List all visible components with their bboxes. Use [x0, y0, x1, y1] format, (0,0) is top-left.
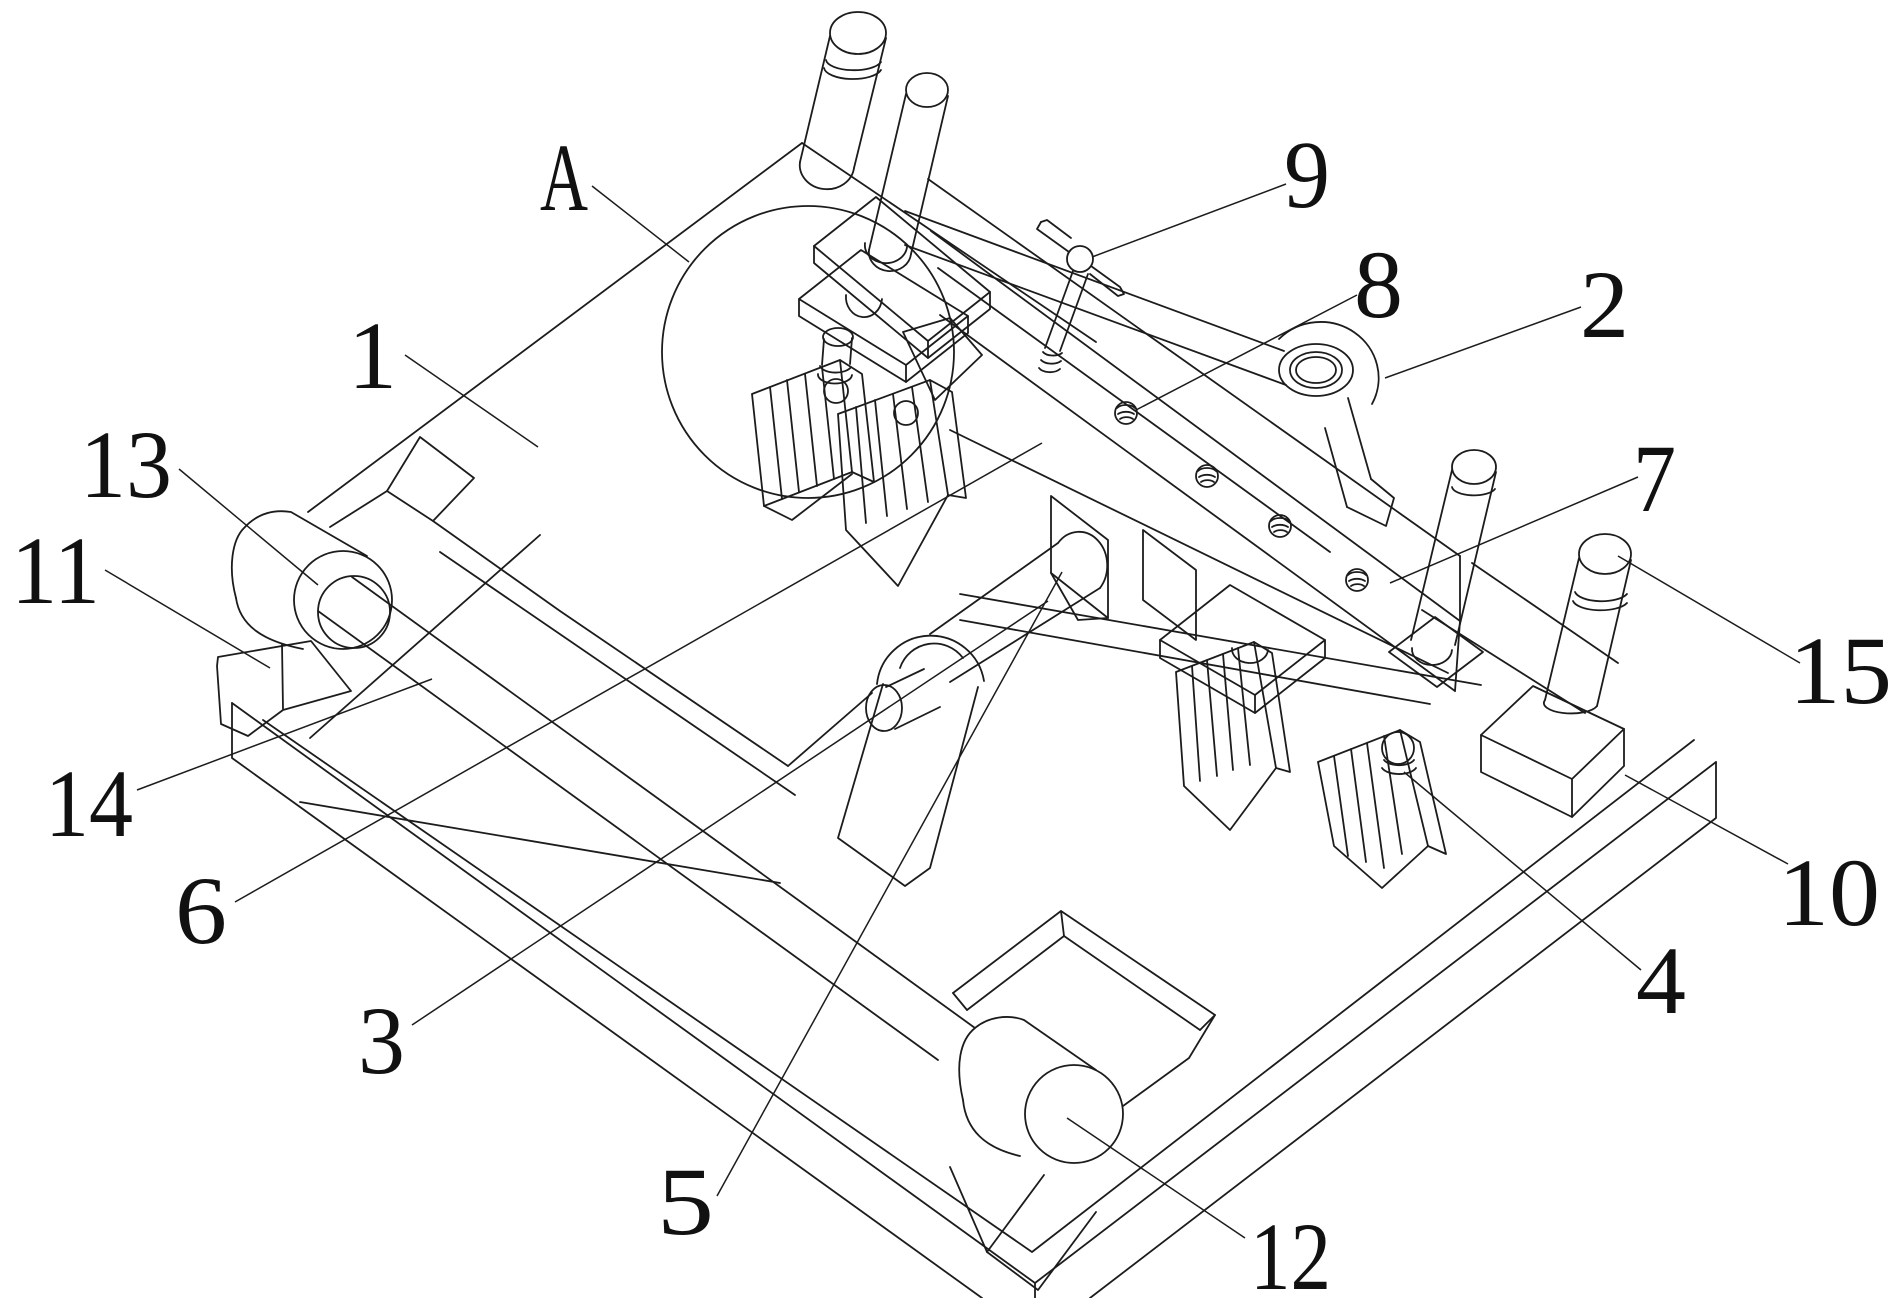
svg-text:10: 10	[1778, 839, 1880, 946]
svg-text:2: 2	[1580, 251, 1629, 358]
svg-text:13: 13	[80, 411, 172, 518]
svg-text:14: 14	[45, 750, 133, 857]
svg-text:3: 3	[358, 987, 405, 1094]
svg-text:6: 6	[175, 857, 227, 964]
svg-text:9: 9	[1284, 121, 1330, 228]
svg-text:8: 8	[1354, 231, 1403, 338]
svg-text:12: 12	[1250, 1203, 1331, 1298]
svg-text:A: A	[540, 124, 588, 231]
svg-text:5: 5	[657, 1148, 714, 1255]
svg-text:11: 11	[11, 517, 100, 624]
svg-text:1: 1	[348, 302, 397, 409]
svg-text:7: 7	[1633, 425, 1676, 532]
svg-text:15: 15	[1789, 617, 1892, 724]
svg-text:4: 4	[1636, 927, 1686, 1034]
